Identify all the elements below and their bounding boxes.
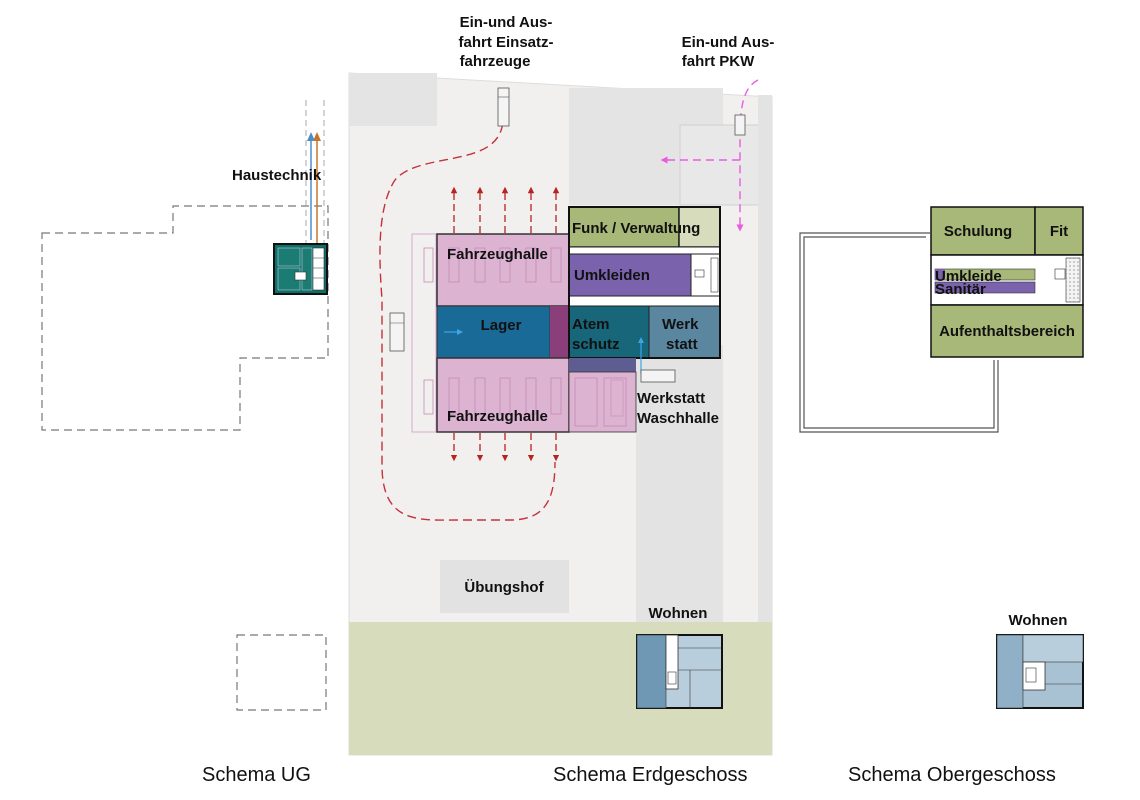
label-umkleide: Umkleide bbox=[935, 268, 1002, 285]
label-fahrzeughalle-top: Fahrzeughalle bbox=[447, 246, 548, 263]
funk-verwaltung-room bbox=[568, 206, 680, 248]
caption-og: Schema Obergeschoss bbox=[848, 764, 1056, 786]
fit-room bbox=[1034, 206, 1084, 256]
label-fahrzeughalle-bottom: Fahrzeughalle bbox=[447, 408, 548, 425]
label-entry-emergency-3: fahrzeuge bbox=[460, 53, 531, 70]
label-entry-emergency-1: Ein-und Aus- bbox=[460, 14, 553, 31]
label-aufenthalt: Aufenthaltsbereich bbox=[939, 323, 1075, 340]
og-outline bbox=[799, 232, 999, 433]
lager-room bbox=[436, 305, 551, 359]
label-entry-car-2: fahrt PKW bbox=[682, 53, 755, 70]
ug-outline-small bbox=[236, 634, 327, 711]
label-haustechnik: Haustechnik bbox=[232, 167, 322, 184]
label-funk: Funk / Verwaltung bbox=[572, 220, 700, 237]
label-umkleiden: Umkleiden bbox=[574, 267, 650, 284]
caption-ug: Schema UG bbox=[202, 764, 311, 786]
label-entry-emergency-2: fahrt Einsatz- bbox=[458, 34, 553, 51]
ug-outline-large bbox=[41, 205, 329, 431]
label-wohnen-eg: Wohnen bbox=[649, 605, 708, 622]
werkstatt-room bbox=[648, 305, 721, 359]
label-werkstatt: Werkstatt bbox=[637, 390, 705, 407]
caption-eg: Schema Erdgeschoss bbox=[553, 764, 748, 786]
label-schulung: Schulung bbox=[944, 223, 1012, 240]
schema-og: Schulung Fit Umkleide Sanitär Aufenthalt… bbox=[799, 206, 1084, 709]
label-waschhalle: Waschhalle bbox=[637, 410, 719, 427]
schema-eg: Übungshof Fahrzeughalle Lager bbox=[348, 14, 775, 756]
schema-ug: Haustechnik bbox=[41, 100, 329, 711]
label-uebungshof: Übungshof bbox=[464, 579, 544, 596]
atemschutz-room bbox=[568, 305, 650, 359]
umkleiden-room bbox=[568, 253, 692, 297]
car-route bbox=[736, 79, 759, 232]
vehicle-exit-arrows bbox=[450, 186, 560, 462]
label-atem-2: schutz bbox=[572, 336, 620, 353]
label-lager: Lager bbox=[481, 317, 522, 334]
label-wohnen-og: Wohnen bbox=[1009, 612, 1068, 629]
uebungshof-area bbox=[440, 560, 569, 613]
aufenthalt-room bbox=[930, 304, 1084, 358]
emergency-route bbox=[379, 96, 556, 521]
label-entry-car-1: Ein-und Aus- bbox=[682, 34, 775, 51]
fahrzeughalle-top bbox=[436, 233, 570, 307]
label-werk-2: statt bbox=[666, 336, 698, 353]
label-sanitaer: Sanitär bbox=[935, 281, 986, 298]
schulung-room bbox=[930, 206, 1036, 256]
label-atem-1: Atem bbox=[572, 316, 610, 333]
label-fit: Fit bbox=[1050, 223, 1068, 240]
label-werk-1: Werk bbox=[662, 316, 699, 333]
